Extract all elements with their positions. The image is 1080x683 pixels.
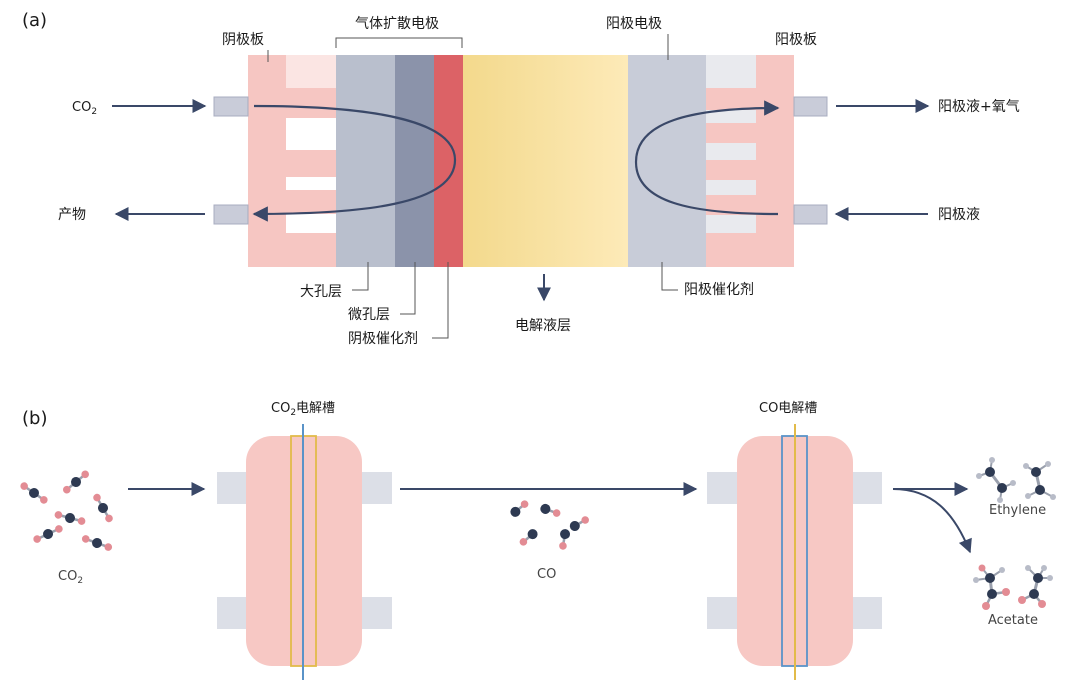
anode-plate-label: 阳极板 xyxy=(775,32,817,48)
microporous-layer xyxy=(395,55,434,267)
electrolyte-layer xyxy=(463,55,628,267)
macroporous-leader xyxy=(352,262,369,291)
panel-b-tag: (b) xyxy=(22,408,47,429)
co-cell-port-tr xyxy=(851,472,882,504)
co-electrolyzer xyxy=(707,424,882,680)
co-molecules xyxy=(510,500,589,550)
ethylene-molecules xyxy=(976,457,1056,503)
co2-molecules xyxy=(20,470,113,551)
anode-flow-loop xyxy=(634,100,780,216)
co-cell-port-bl xyxy=(707,597,739,629)
cathode-plate xyxy=(248,55,336,267)
cathode-catalyst-label: 阴极催化剂 xyxy=(348,331,418,347)
co2-electrolyzer-label: CO2电解槽 xyxy=(271,401,335,418)
anode-electrode-label: 阳极电极 xyxy=(606,16,662,32)
ethylene-label: Ethylene xyxy=(989,503,1046,518)
anode-electrode xyxy=(628,55,706,267)
cathode-catalyst-leader xyxy=(432,262,449,339)
gas-diffusion-electrode-label: 气体扩散电极 xyxy=(355,16,439,32)
co2-inlet-port xyxy=(213,96,249,117)
acetate-arrow xyxy=(892,488,972,554)
panel-b: (b) CO2 CO2电解槽 xyxy=(20,401,1056,680)
acetate-label: Acetate xyxy=(988,613,1038,628)
co2-cell-port-tl xyxy=(217,472,247,504)
co2-electrolyzer xyxy=(217,424,392,680)
cathode-catalyst-layer xyxy=(434,55,463,267)
co2-molecules-label: CO2 xyxy=(58,569,83,586)
acetate-molecules xyxy=(973,564,1053,610)
microporous-leader xyxy=(400,262,416,315)
macroporous-label: 大孔层 xyxy=(300,284,342,300)
macroporous-layer xyxy=(336,55,395,267)
co-electrolyzer-label: CO电解槽 xyxy=(759,401,817,416)
anolyte-in-label: 阳极液 xyxy=(938,207,980,223)
anolyte-outlet-port xyxy=(793,96,828,117)
panel-a-tag: (a) xyxy=(22,10,47,31)
anolyte-oxygen-label: 阳极液+氧气 xyxy=(938,99,1020,115)
co2-in-label: CO2 xyxy=(72,100,97,117)
product-outlet-port xyxy=(213,204,249,225)
co2-cell-port-bl xyxy=(217,597,247,629)
cathode-plate-label: 阴极板 xyxy=(222,32,264,48)
electrolyte-layer-label: 电解液层 xyxy=(515,318,571,334)
co-cell-port-tl xyxy=(707,472,739,504)
anode-plate xyxy=(706,55,794,267)
cathode-flow-loop xyxy=(252,104,457,222)
anode-catalyst-leader xyxy=(661,262,678,291)
co2-cell-port-tr xyxy=(360,472,392,504)
co-cell-port-br xyxy=(851,597,882,629)
gde-bracket xyxy=(335,37,463,48)
anolyte-inlet-port xyxy=(793,204,828,225)
co2-cell-port-br xyxy=(360,597,392,629)
anode-catalyst-label: 阳极催化剂 xyxy=(684,282,754,298)
product-out-label: 产物 xyxy=(58,207,86,223)
co-molecules-label: CO xyxy=(537,567,556,582)
panel-a: (a) xyxy=(22,10,1020,347)
microporous-label: 微孔层 xyxy=(348,307,390,323)
